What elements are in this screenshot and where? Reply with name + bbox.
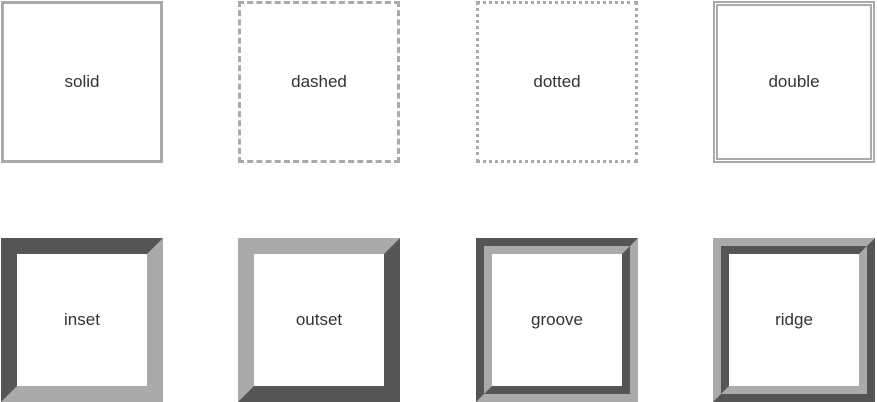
groove-border-box: groove (476, 238, 638, 402)
box-label: groove (531, 310, 583, 329)
dotted-border-box: dotted (476, 1, 638, 163)
ridge-border-box: ridge (713, 238, 875, 402)
inset-border-box: inset (1, 238, 163, 402)
box-label: ridge (775, 310, 813, 329)
box-label: solid (64, 72, 100, 91)
double-border-box: double (713, 1, 875, 163)
box-label: outset (295, 310, 343, 329)
box-label: dotted (533, 72, 581, 91)
box-label: dashed (291, 72, 347, 91)
solid-border-box: solid (1, 1, 163, 163)
outset-border-box: outset (238, 238, 400, 402)
dashed-border-box: dashed (238, 1, 400, 163)
box-label: double (768, 72, 820, 91)
box-label: inset (64, 310, 100, 329)
